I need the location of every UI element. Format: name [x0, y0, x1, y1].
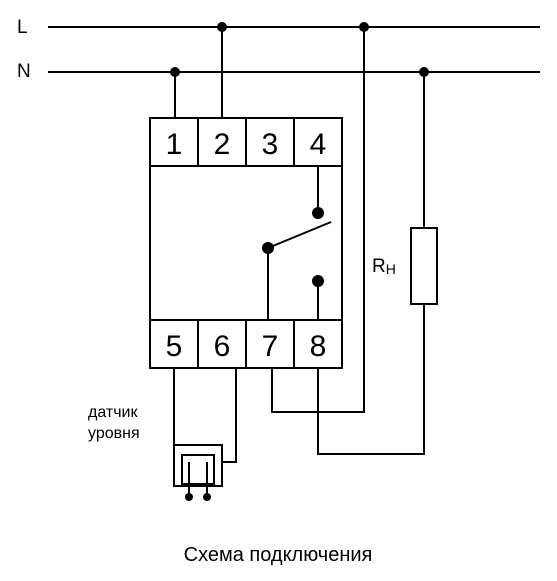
terminal-7-label: 7 — [262, 330, 279, 363]
contact-4-point — [312, 207, 324, 219]
neutral-line-label: N — [17, 61, 31, 82]
terminal-6-label: 6 — [214, 330, 231, 363]
diagram-caption: Схема подключения — [184, 544, 373, 566]
wire-terminal-8-to-load — [317, 304, 425, 455]
terminal-8-label: 8 — [310, 330, 327, 363]
junction-dot — [170, 67, 180, 77]
terminal-3-label: 3 — [262, 128, 279, 161]
wire-terminal-6-to-sensor — [222, 368, 237, 463]
sensor-label-line2: уровня — [88, 425, 140, 442]
terminal-5-label: 5 — [166, 330, 183, 363]
sensor-label-line1: датчик — [88, 404, 138, 421]
terminal-2-label: 2 — [214, 128, 231, 161]
junction-dot — [419, 67, 429, 77]
sensor-inner-box — [181, 454, 215, 485]
junction-dot — [359, 22, 369, 32]
terminal-1-label: 1 — [166, 128, 183, 161]
bottom-terminal-block: 5 6 7 8 — [149, 319, 343, 369]
sensor-electrode-tip — [185, 493, 193, 501]
terminal-4-label: 4 — [310, 128, 327, 161]
switch-blade — [267, 221, 332, 249]
load-resistor — [410, 227, 438, 305]
sensor-electrode-tip — [203, 493, 211, 501]
junction-dot — [217, 22, 227, 32]
top-terminal-block: 1 2 3 4 — [149, 117, 343, 167]
phase-line-label: L — [17, 17, 28, 38]
relay-switch-contact — [262, 166, 332, 320]
load-label: RН — [372, 256, 396, 277]
level-sensor — [173, 444, 223, 501]
